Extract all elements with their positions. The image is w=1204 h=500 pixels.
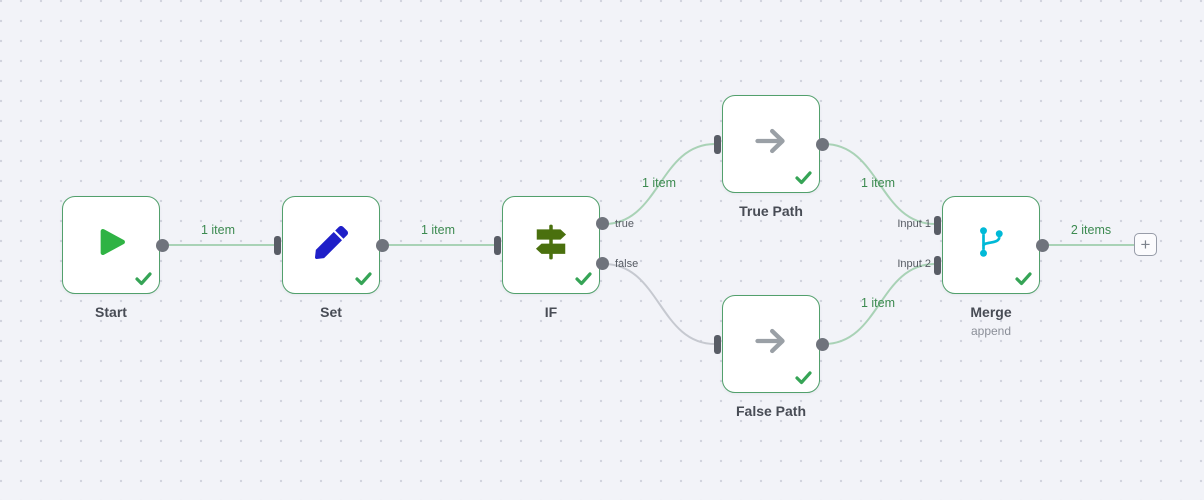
input-port[interactable] — [714, 135, 721, 154]
output-label-true: true — [615, 218, 634, 230]
play-icon — [63, 197, 159, 293]
node-label: Set — [320, 304, 342, 320]
success-check-icon — [355, 272, 372, 286]
node-label: Start — [95, 304, 127, 320]
pencil-icon — [283, 197, 379, 293]
success-check-icon — [575, 272, 592, 286]
output-port[interactable] — [816, 338, 829, 351]
node-sublabel: append — [970, 324, 1012, 338]
output-port[interactable] — [376, 239, 389, 252]
success-check-icon — [1015, 272, 1032, 286]
output-port[interactable] — [816, 138, 829, 151]
connection-if-false-path[interactable] — [603, 263, 716, 345]
connection-items-label: 1 item — [860, 176, 896, 190]
node-if[interactable]: true false IF — [494, 196, 638, 320]
connection-items-label: 2 items — [1070, 223, 1112, 237]
node-label: IF — [544, 304, 558, 320]
arrow-right-icon — [723, 296, 819, 392]
input-label-1: Input 1 — [897, 218, 931, 230]
add-node-button[interactable]: + — [1134, 233, 1157, 256]
node-true-path[interactable]: True Path — [714, 95, 829, 219]
input-port[interactable] — [494, 236, 501, 255]
connection-true-path-merge[interactable] — [823, 143, 936, 225]
output-port[interactable] — [156, 239, 169, 252]
signpost-icon — [503, 197, 599, 293]
output-label-false: false — [615, 258, 639, 270]
arrow-right-icon — [723, 96, 819, 192]
connection-items-label: 1 item — [200, 223, 236, 237]
input-port-1[interactable] — [934, 216, 941, 235]
node-label: Merge — [970, 304, 1012, 320]
output-port-true[interactable] — [596, 217, 609, 230]
node-label: True Path — [739, 203, 803, 219]
success-check-icon — [795, 171, 812, 185]
connection-items-label: 1 item — [641, 176, 677, 190]
node-label: False Path — [735, 403, 807, 419]
connection-items-label: 1 item — [420, 223, 456, 237]
success-check-icon — [795, 371, 812, 385]
success-check-icon — [135, 272, 152, 286]
node-start[interactable]: Start — [62, 196, 169, 320]
connection-if-true-path[interactable] — [603, 143, 716, 225]
output-port[interactable] — [1036, 239, 1049, 252]
input-port-2[interactable] — [934, 256, 941, 275]
input-label-2: Input 2 — [897, 258, 931, 270]
plus-icon: + — [1140, 235, 1151, 254]
node-merge[interactable]: Input 1 Input 2 Merge append — [897, 196, 1049, 338]
connection-items-label: 1 item — [860, 296, 896, 310]
connection-false-path-merge[interactable] — [823, 263, 936, 345]
node-set[interactable]: Set — [274, 196, 389, 320]
merge-branch-icon — [943, 197, 1039, 293]
output-port-false[interactable] — [596, 257, 609, 270]
input-port[interactable] — [274, 236, 281, 255]
input-port[interactable] — [714, 335, 721, 354]
node-false-path[interactable]: False Path — [714, 295, 829, 419]
